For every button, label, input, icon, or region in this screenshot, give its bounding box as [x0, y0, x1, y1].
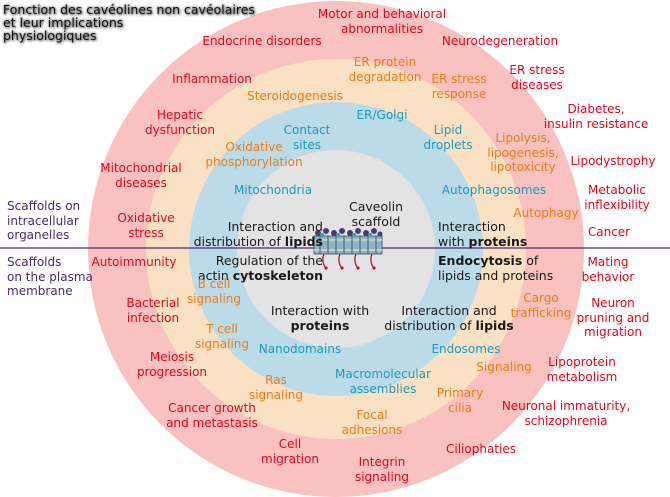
label-metabolic-inflexibility: Metabolic inflexibility: [584, 183, 650, 212]
label-oxidative-phosphorylation: Oxidative phosphorylation: [205, 140, 303, 169]
figure-title: Fonction des cavéolines non cavéolaires …: [3, 2, 255, 44]
caveolin-membrane-icon: [313, 228, 383, 270]
label-er-protein-degradation: ER protein degradation: [348, 55, 422, 84]
label-steroidogenesis: Steroidogenesis: [247, 89, 343, 103]
label-autophagy: Autophagy: [513, 206, 579, 220]
label-er-stress-diseases: ER stress diseases: [509, 63, 565, 92]
label-autoimmunity: Autoimmunity: [91, 255, 177, 269]
label-primary-cilia: Primary cilia: [436, 386, 484, 415]
label-autophagosomes: Autophagosomes: [441, 183, 547, 197]
label-lipoprotein-metabolism: Lipoprotein metabolism: [546, 355, 618, 384]
quadrant-mid-right: Interaction and distribution of lipids: [384, 303, 514, 334]
label-neurodegeneration: Neurodegeneration: [441, 34, 559, 48]
label-neuronal-immaturity: Neuronal immaturity, schizophrenia: [501, 399, 631, 428]
label-cell-migration: Cell migration: [261, 437, 319, 466]
label-macromolecular-assemblies: Macromolecular assemblies: [335, 367, 431, 396]
label-mitochondrial-diseases: Mitochondrial diseases: [100, 161, 182, 190]
label-bacterial-infection: Bacterial infection: [126, 296, 180, 325]
label-ras-signaling: Ras signaling: [248, 373, 304, 402]
label-t-cell-signaling: T cell signaling: [194, 322, 250, 351]
label-contact-sites: Contact sites: [283, 123, 331, 152]
label-ciliophaties: Ciliophaties: [446, 442, 516, 456]
label-cargo-trafficking: Cargo trafficking: [510, 291, 572, 320]
label-b-cell-signaling: B cell signaling: [186, 277, 242, 306]
caveolin-scaffold-title: Caveolin scaffold: [349, 199, 403, 230]
label-lipodystrophy: Lipodystrophy: [570, 154, 656, 168]
label-oxidative-stress: Oxidative stress: [117, 211, 175, 240]
label-cancer: Cancer: [587, 225, 631, 239]
label-meiosis-progression: Meiosis progression: [136, 350, 208, 379]
label-endosomes: Endosomes: [431, 342, 501, 356]
label-diabetes: Diabetes, insulin resistance: [543, 102, 649, 131]
label-signaling: Signaling: [476, 360, 532, 374]
label-lipolysis: Lipolysis, lipogenesis, lipotoxicity: [487, 131, 559, 175]
quadrant-mid-left: Interaction with proteins: [270, 303, 370, 334]
label-integrin-signaling: Integrin signaling: [354, 455, 410, 484]
label-er-golgi: ER/Golgi: [356, 108, 408, 122]
label-er-stress-response: ER stress response: [431, 72, 487, 101]
side-label-organelles: Scaffolds on intracellular organelles: [7, 199, 81, 243]
label-hepatic-dysfunction: Hepatic dysfunction: [145, 108, 215, 137]
label-motor-behavioral: Motor and behavioral abnormalities: [317, 7, 447, 36]
quadrant-top-left: Interaction and distribution of lipids: [193, 219, 323, 250]
label-inflammation: Inflammation: [172, 72, 252, 86]
label-cancer-growth: Cancer growth and metastasis: [166, 401, 258, 430]
quadrant-bottom-left: Regulation of the actin cytoskeleton: [197, 253, 323, 284]
label-mating-behavior: Mating behavior: [581, 255, 635, 284]
label-lipid-droplets: Lipid droplets: [423, 123, 473, 152]
label-endocrine-disorders: Endocrine disorders: [202, 34, 322, 48]
label-focal-adhesions: Focal adhesions: [341, 408, 403, 437]
quadrant-top-right: Interaction with proteins: [438, 219, 528, 250]
label-neuron-pruning: Neuron pruning and migration: [576, 296, 650, 340]
side-label-plasma-membrane: Scaffolds on the plasma membrane: [7, 255, 93, 299]
quadrant-bottom-right: Endocytosis of lipids and proteins: [438, 253, 554, 284]
label-mitochondria: Mitochondria: [233, 183, 313, 197]
label-nanodomains: Nanodomains: [258, 342, 342, 356]
